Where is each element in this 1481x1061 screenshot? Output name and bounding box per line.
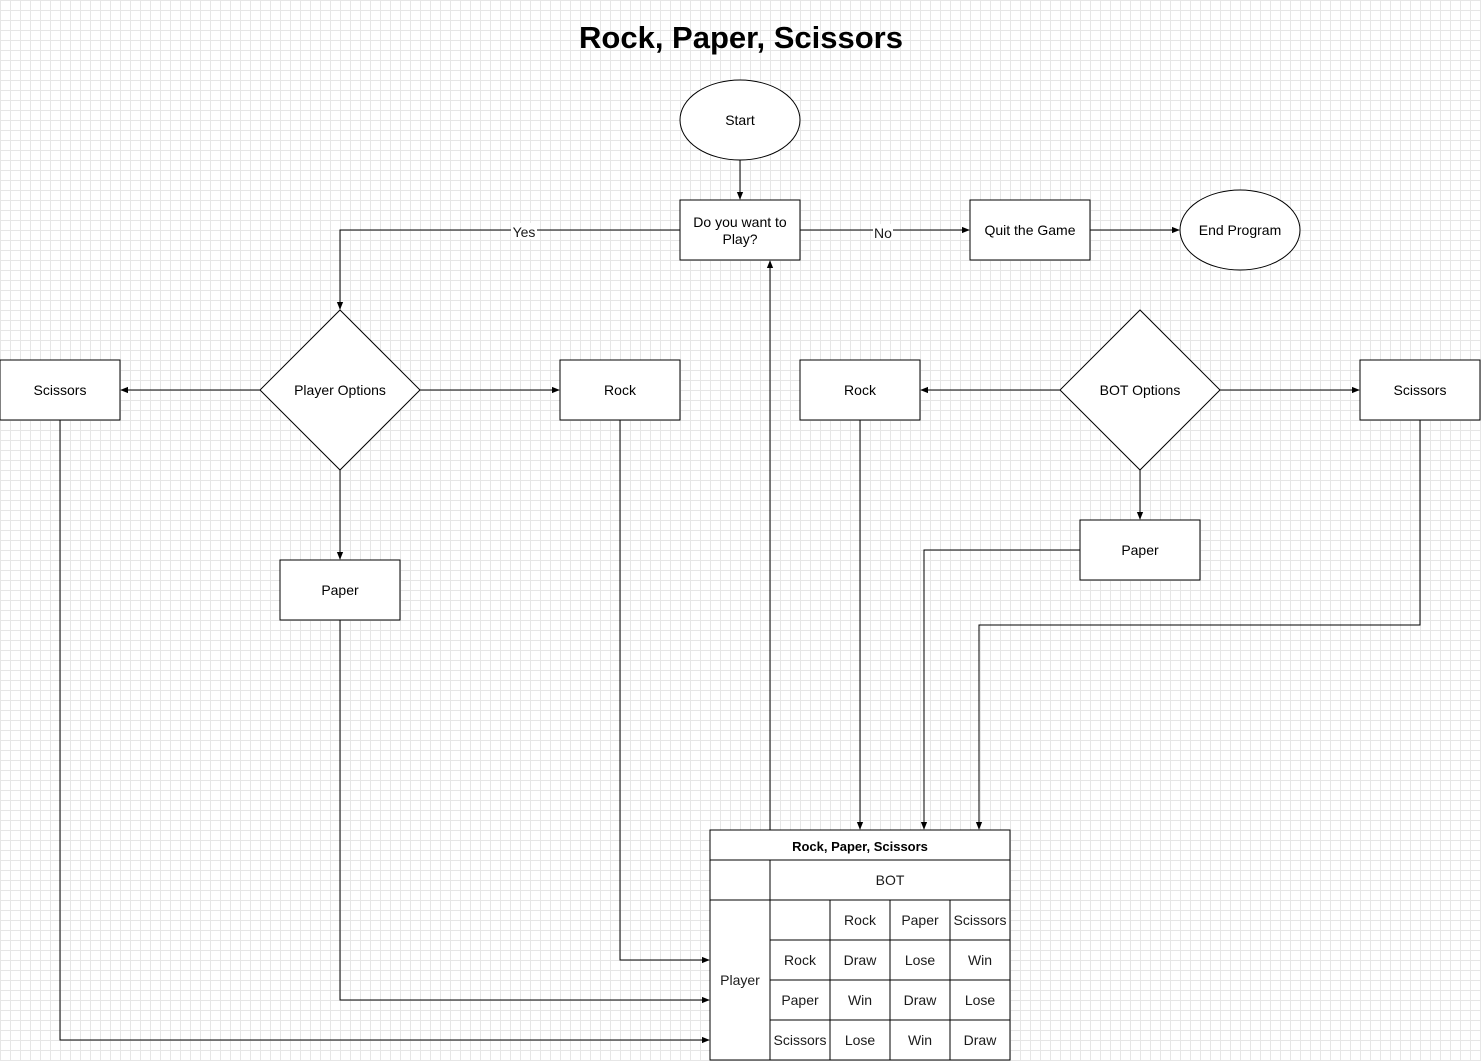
player-rock-node: Rock — [559, 359, 681, 421]
edge-yes — [336, 229, 680, 310]
table-cell: Lose — [845, 1032, 876, 1048]
table-bot-header: BOT — [876, 872, 905, 888]
bot-options-label: BOT Options — [1100, 382, 1181, 398]
bot-options-node: BOT Options — [1059, 309, 1221, 471]
table-col-header: Rock — [844, 912, 877, 928]
table-row-header: Paper — [781, 992, 819, 1008]
table-col-header: Scissors — [954, 912, 1007, 928]
table-player-header: Player — [720, 972, 760, 988]
quit-label: Quit the Game — [984, 222, 1075, 238]
edge-player-rock-to-table — [619, 420, 710, 964]
start-node: Start — [679, 79, 801, 161]
table-row-header: Scissors — [774, 1032, 827, 1048]
quit-node: Quit the Game — [969, 199, 1091, 261]
bot-paper-label: Paper — [1121, 542, 1159, 558]
table-cell: Lose — [965, 992, 996, 1008]
player-options-node: Player Options — [259, 309, 421, 471]
table-cell: Win — [848, 992, 872, 1008]
table-cell: Draw — [904, 992, 938, 1008]
table-cell: Draw — [964, 1032, 998, 1048]
end-node: End Program — [1179, 189, 1301, 271]
outcome-table: Rock, Paper, Scissors BOT Player Rock Pa… — [709, 829, 1011, 1061]
edge-label-yes: Yes — [513, 224, 536, 240]
question-line-1: Do you want to — [693, 214, 787, 230]
player-rock-label: Rock — [604, 382, 637, 398]
edge-bot-paper-to-table — [920, 549, 1080, 830]
edge-label-no: No — [874, 225, 892, 241]
question-line-2: Play? — [722, 231, 757, 247]
diagram-title: Rock, Paper, Scissors — [579, 20, 903, 55]
bot-paper-node: Paper — [1079, 519, 1201, 581]
end-label: End Program — [1199, 222, 1281, 238]
bot-scissors-label: Scissors — [1394, 382, 1447, 398]
table-col-header: Paper — [901, 912, 939, 928]
play-question-node: Do you want to Play? — [679, 199, 801, 261]
edge-bot-scissors-to-table — [975, 420, 1421, 830]
table-cell: Draw — [844, 952, 878, 968]
table-cell: Win — [908, 1032, 932, 1048]
bot-rock-label: Rock — [844, 382, 877, 398]
bot-rock-node: Rock — [799, 359, 921, 421]
player-paper-node: Paper — [279, 559, 401, 621]
player-paper-label: Paper — [321, 582, 359, 598]
player-options-label: Player Options — [294, 382, 386, 398]
edge-player-scissors-to-table — [59, 420, 710, 1044]
player-scissors-node: Scissors — [0, 359, 121, 421]
bot-scissors-node: Scissors — [1359, 359, 1481, 421]
edge-player-paper-to-table — [339, 620, 710, 1004]
player-scissors-label: Scissors — [34, 382, 87, 398]
table-cell: Win — [968, 952, 992, 968]
start-label: Start — [725, 112, 755, 128]
table-row-header: Rock — [784, 952, 817, 968]
table-cell: Lose — [905, 952, 936, 968]
table-title: Rock, Paper, Scissors — [792, 839, 928, 854]
